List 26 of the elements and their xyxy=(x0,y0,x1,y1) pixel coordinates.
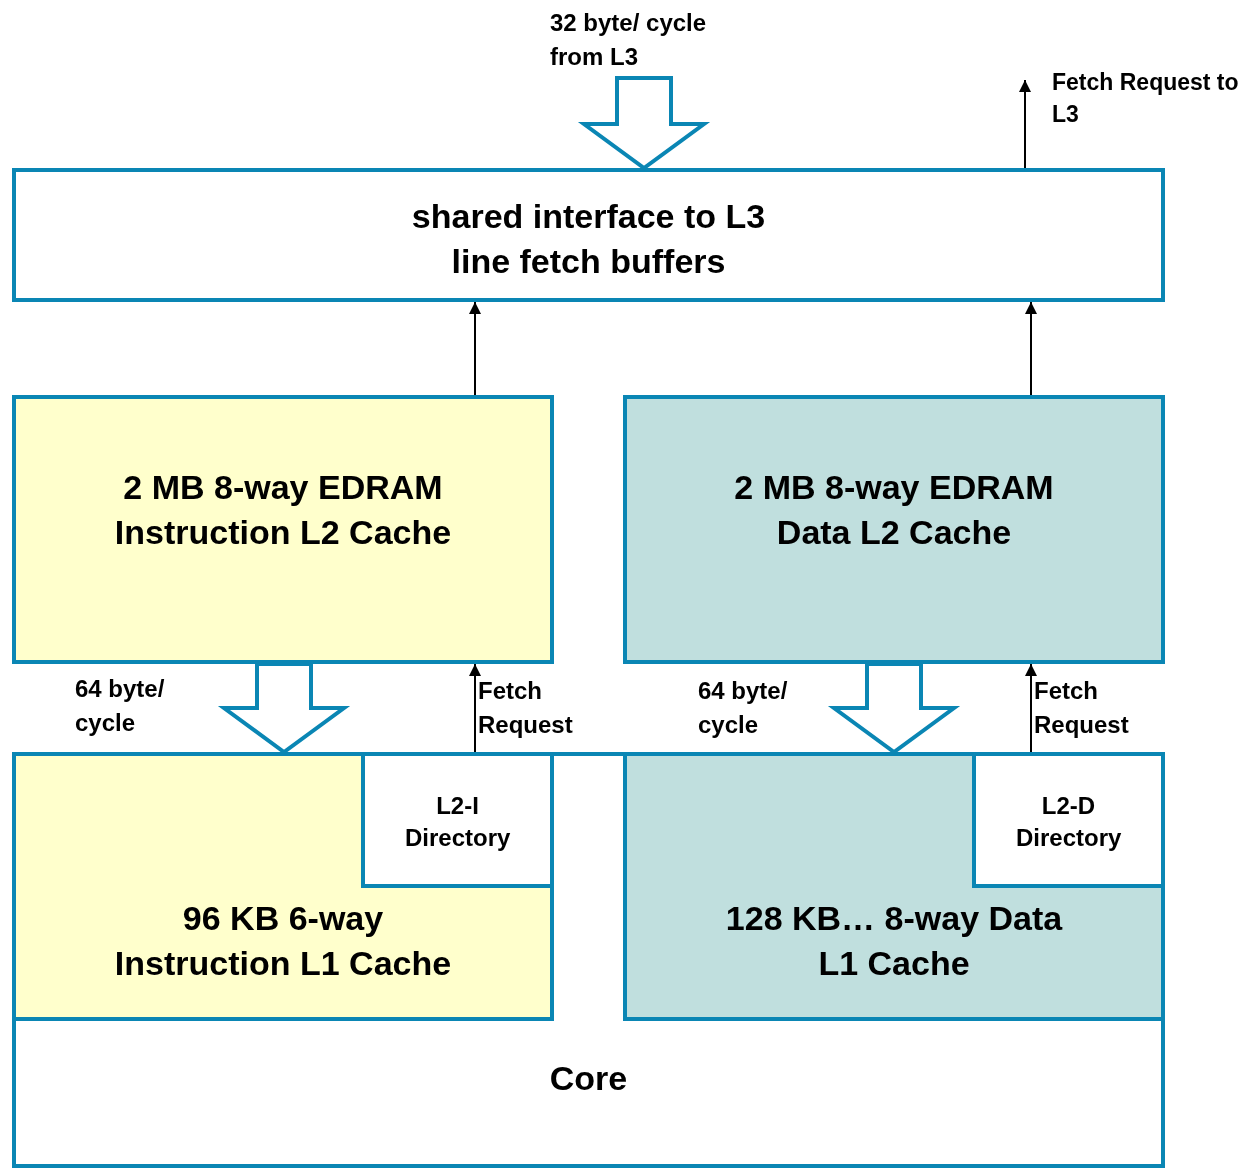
core-label: Core xyxy=(548,1058,629,1099)
arrow xyxy=(1025,663,1037,753)
node-label: L2-I Directory xyxy=(405,791,510,853)
node-label: 96 KB 6-way Instruction L1 Cache xyxy=(113,898,453,984)
edge-label: 32 byte/ cycle from L3 xyxy=(550,8,708,72)
node-label: L2-D Directory xyxy=(1016,791,1121,853)
block-arrow xyxy=(577,76,711,171)
arrow xyxy=(469,663,481,753)
arrow xyxy=(1019,79,1031,169)
node-label: 2 MB 8-way EDRAM Instruction L2 Cache xyxy=(113,467,453,553)
cache-box xyxy=(12,395,554,664)
interface-box xyxy=(12,168,1165,302)
block-arrow xyxy=(217,662,351,755)
edge-label: Fetch Request xyxy=(1034,676,1130,740)
edge-label: 64 byte/ cycle xyxy=(698,676,789,740)
cache-box xyxy=(623,395,1165,664)
edge-label: Fetch Request to L3 xyxy=(1052,68,1240,130)
block-arrow xyxy=(827,662,961,755)
edge-label: 64 byte/ cycle xyxy=(75,674,166,738)
arrow xyxy=(469,301,481,396)
node-label: 2 MB 8-way EDRAM Data L2 Cache xyxy=(733,467,1055,553)
core-box xyxy=(12,752,1165,1168)
node-label: 128 KB… 8-way Data L1 Cache xyxy=(724,898,1064,984)
node-label: shared interface to L3 line fetch buffers xyxy=(410,196,767,282)
arrow xyxy=(1025,301,1037,396)
edge-label: Fetch Request xyxy=(478,676,574,740)
